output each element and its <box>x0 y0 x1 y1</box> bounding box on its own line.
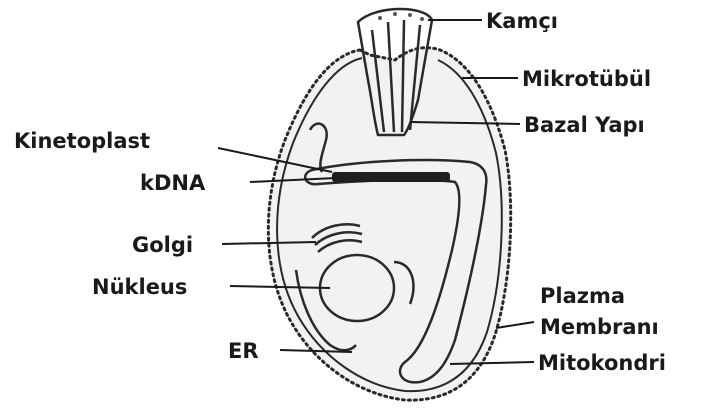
label-membrani: Membranı <box>540 315 659 339</box>
label-kamci: Kamçı <box>486 9 558 33</box>
leader-plazma <box>496 322 534 328</box>
label-bazal-yapi: Bazal Yapı <box>524 113 645 137</box>
cell-body <box>268 48 510 400</box>
kdna-band <box>332 172 450 182</box>
label-kdna: kDNA <box>140 171 206 195</box>
label-golgi: Golgi <box>132 233 193 257</box>
label-er: ER <box>228 339 259 363</box>
label-mitokondri: Mitokondri <box>538 351 666 375</box>
label-plazma: Plazma <box>540 284 625 308</box>
label-mikrotubul: Mikrotübül <box>522 67 651 91</box>
label-kinetoplast: Kinetoplast <box>14 129 150 153</box>
label-nukleus: Nükleus <box>92 275 187 299</box>
